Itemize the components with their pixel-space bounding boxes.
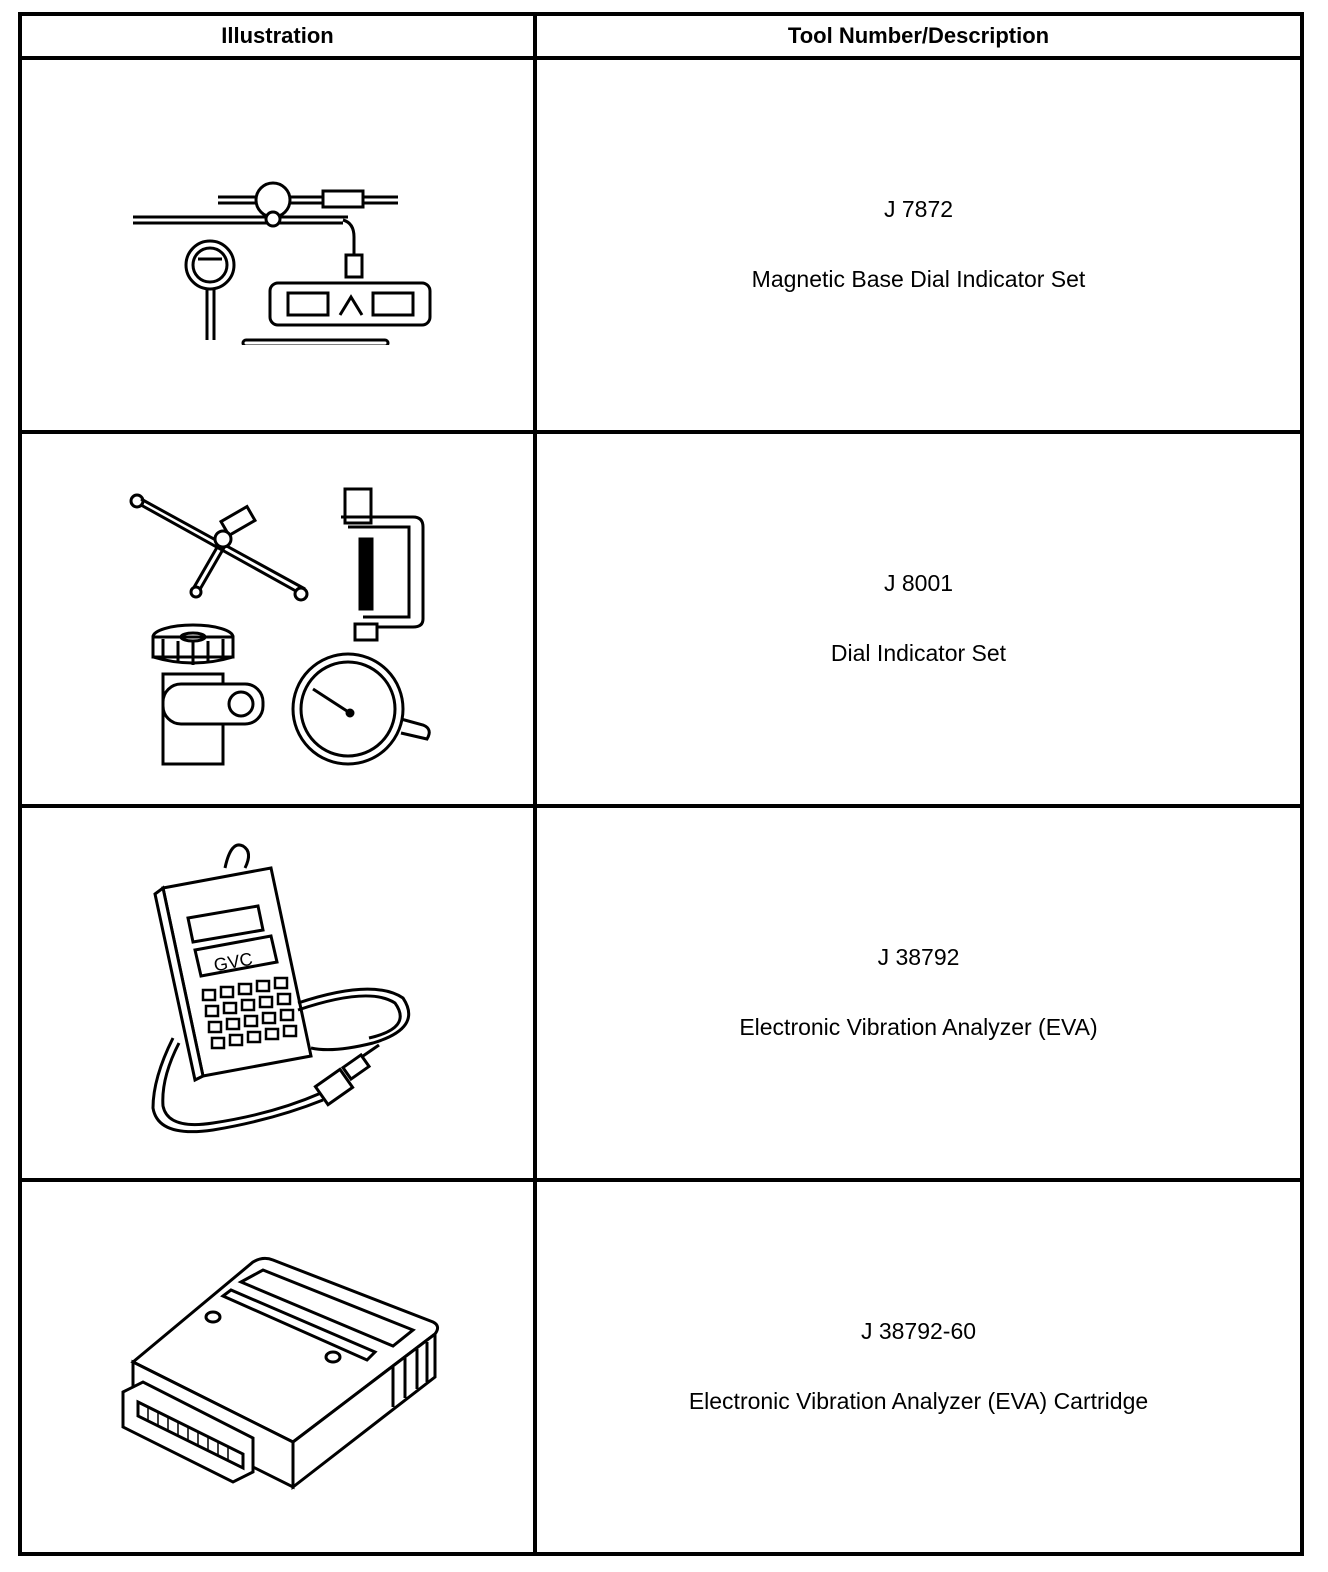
tool-description: Dial Indicator Set — [830, 640, 1007, 666]
tool-number: J 38792-60 — [860, 1318, 977, 1345]
tool-number: J 38792 — [877, 944, 960, 971]
illustration-cell — [18, 1178, 537, 1556]
table-row: J 38792-60 Electronic Vibration Analyzer… — [18, 1178, 1304, 1556]
tool-description-cell: J 38792-60 Electronic Vibration Analyzer… — [533, 1178, 1304, 1556]
illustration-cell — [18, 56, 537, 434]
tool-number: J 7872 — [883, 196, 954, 223]
tool-description: Electronic Vibration Analyzer (EVA) — [739, 1014, 1098, 1040]
tool-description: Electronic Vibration Analyzer (EVA) Cart… — [688, 1388, 1149, 1414]
tool-description-cell: J 8001 Dial Indicator Set — [533, 430, 1304, 808]
dial-indicator-set-icon — [123, 469, 433, 769]
analyzer-cartridge-icon — [113, 1242, 443, 1492]
illustration-cell — [18, 430, 537, 808]
tool-description-cell: J 38792 Electronic Vibration Analyzer (E… — [533, 804, 1304, 1182]
table-row: J 8001 Dial Indicator Set — [18, 430, 1304, 808]
magnetic-base-dial-indicator-icon — [118, 145, 438, 345]
table-row: GVC — [18, 804, 1304, 1182]
header-tool-number-description: Tool Number/Description — [533, 12, 1304, 60]
header-illustration: Illustration — [18, 12, 537, 60]
illustration-cell: GVC — [18, 804, 537, 1182]
vibration-analyzer-icon: GVC — [133, 838, 423, 1148]
table-row: J 7872 Magnetic Base Dial Indicator Set — [18, 56, 1304, 434]
tool-description-cell: J 7872 Magnetic Base Dial Indicator Set — [533, 56, 1304, 434]
tool-description: Magnetic Base Dial Indicator Set — [751, 266, 1086, 292]
tools-table: Illustration Tool Number/Description — [18, 12, 1304, 1556]
tool-number: J 8001 — [883, 570, 954, 597]
header-row: Illustration Tool Number/Description — [18, 12, 1304, 60]
